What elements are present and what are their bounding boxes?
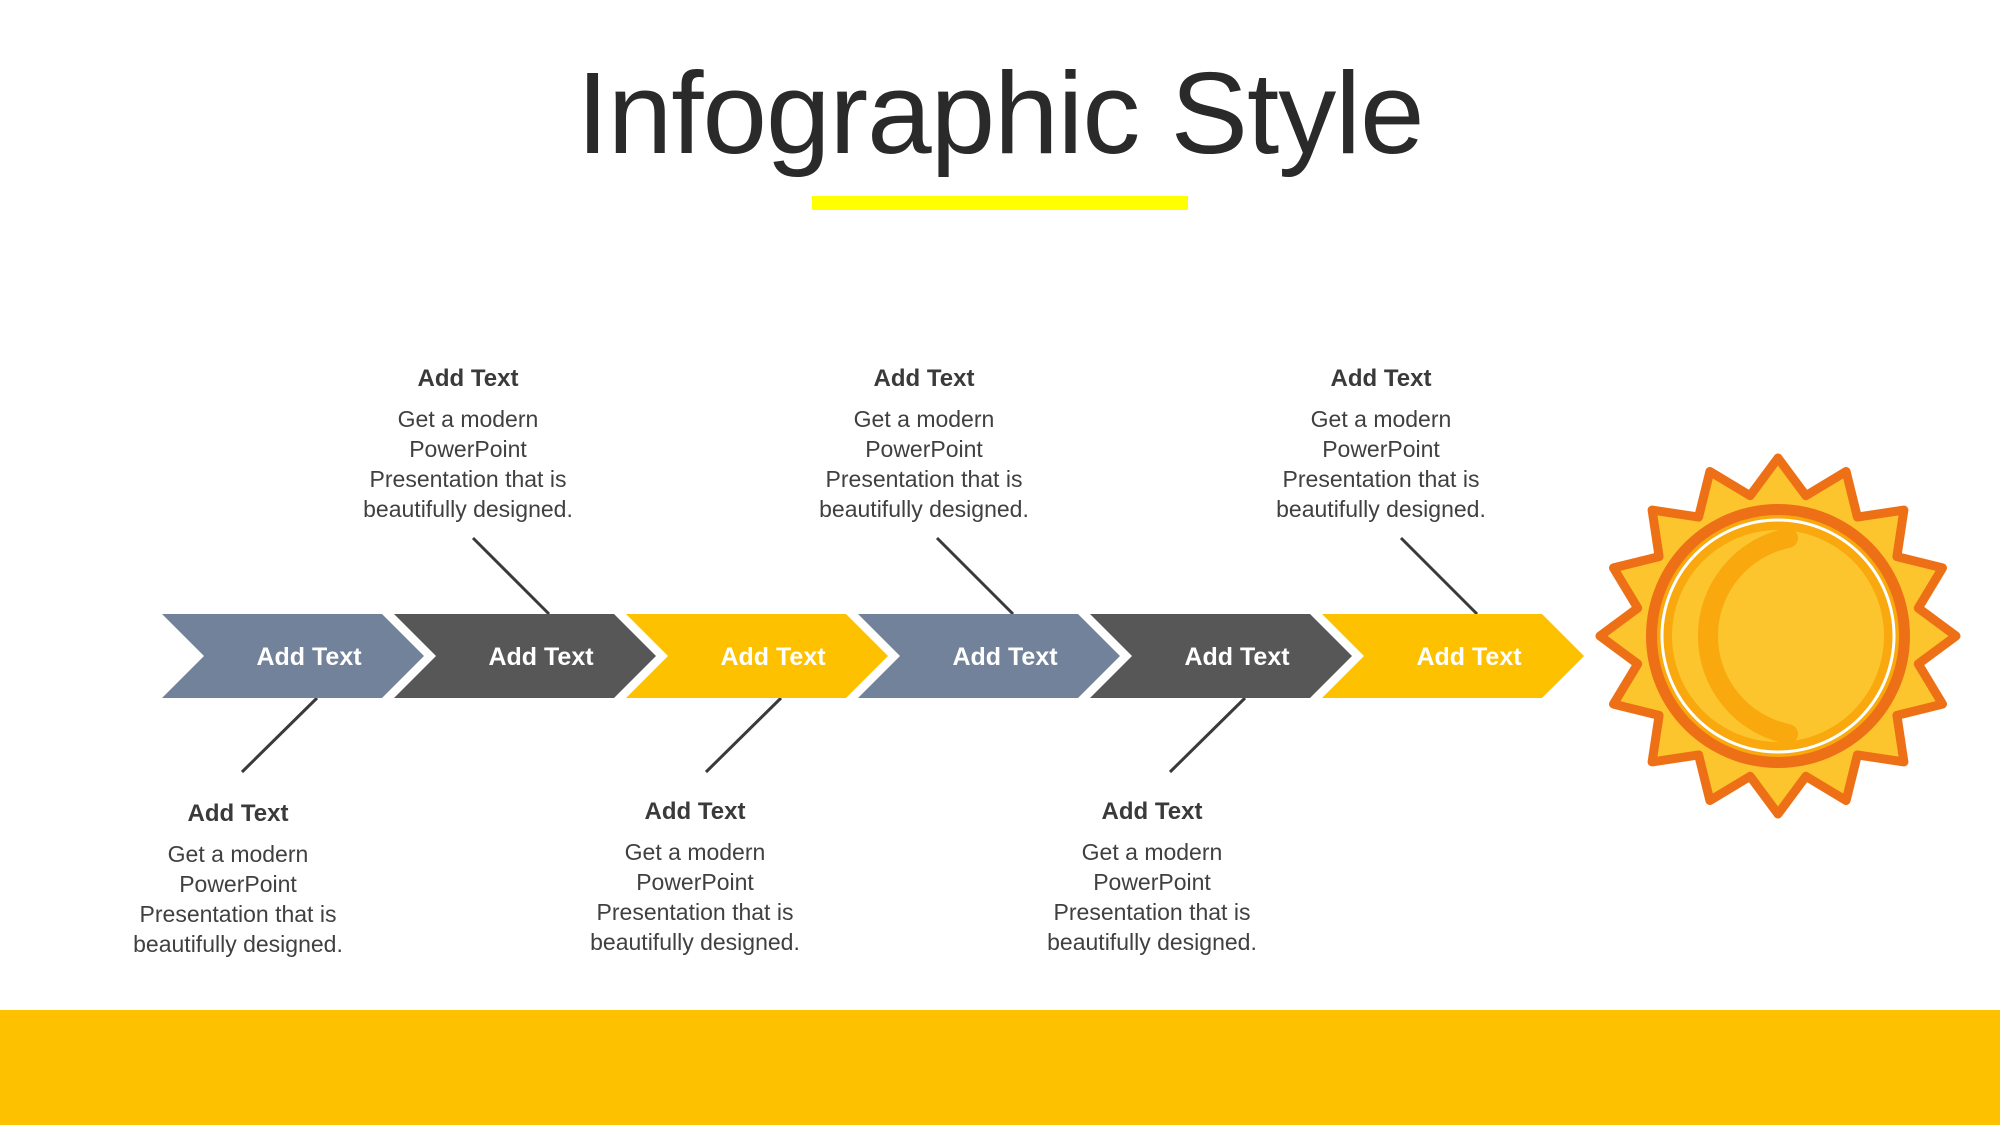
note-line: Presentation that is: [1282, 466, 1480, 492]
footer-bar: [0, 1010, 2000, 1125]
note-5: Add Text Get a modern PowerPoint Present…: [1022, 797, 1282, 957]
note-line: beautifully designed.: [590, 929, 800, 955]
title-underline: [812, 196, 1188, 210]
connector-line-4: [935, 536, 1015, 616]
note-line: Presentation that is: [139, 901, 337, 927]
note-line: Presentation that is: [369, 466, 567, 492]
note-6: Add Text Get a modern PowerPoint Present…: [1251, 364, 1511, 524]
connector-line-3: [704, 696, 783, 774]
chevron-step-3: [626, 614, 888, 698]
chevron-step-2: [394, 614, 656, 698]
chevron-label-6: Add Text: [1416, 643, 1522, 671]
chevron-label-4: Add Text: [952, 643, 1058, 671]
note-heading: Add Text: [1101, 798, 1203, 825]
note-line: beautifully designed.: [819, 496, 1029, 522]
note-line: beautifully designed.: [363, 496, 573, 522]
note-line: Presentation that is: [596, 899, 794, 925]
note-line: PowerPoint: [636, 869, 754, 895]
note-line: Get a modern: [853, 406, 995, 432]
note-line: Get a modern: [167, 841, 309, 867]
connector-line-1: [240, 696, 319, 774]
chevron-label-2: Add Text: [488, 643, 594, 671]
note-3: Add Text Get a modern PowerPoint Present…: [565, 797, 825, 957]
note-line: PowerPoint: [1093, 869, 1211, 895]
note-line: Get a modern: [1081, 839, 1223, 865]
note-heading: Add Text: [1330, 365, 1432, 392]
note-line: PowerPoint: [179, 871, 297, 897]
note-line: Get a modern: [1310, 406, 1452, 432]
note-line: PowerPoint: [865, 436, 983, 462]
note-1: Add Text Get a modern PowerPoint Present…: [108, 799, 368, 959]
chevron-step-4: [858, 614, 1120, 698]
note-2: Add Text Get a modern PowerPoint Present…: [338, 364, 598, 524]
connector-line-6: [1399, 536, 1479, 616]
note-line: beautifully designed.: [1047, 929, 1257, 955]
note-line: beautifully designed.: [1276, 496, 1486, 522]
chevron-label-3: Add Text: [720, 643, 826, 671]
note-line: Presentation that is: [825, 466, 1023, 492]
connector-line-2: [471, 536, 551, 616]
note-line: Presentation that is: [1053, 899, 1251, 925]
chevron-step-6: [1322, 614, 1584, 698]
connector-line-5: [1168, 696, 1247, 774]
note-line: PowerPoint: [1322, 436, 1440, 462]
note-heading: Add Text: [873, 365, 975, 392]
note-4: Add Text Get a modern PowerPoint Present…: [794, 364, 1054, 524]
note-heading: Add Text: [187, 800, 289, 827]
chevron-step-1: [162, 614, 424, 698]
note-heading: Add Text: [644, 798, 746, 825]
note-line: beautifully designed.: [133, 931, 343, 957]
chevron-step-5: [1090, 614, 1352, 698]
note-heading: Add Text: [417, 365, 519, 392]
note-line: Get a modern: [624, 839, 766, 865]
chevron-label-1: Add Text: [256, 643, 362, 671]
chevron-label-5: Add Text: [1184, 643, 1290, 671]
slide-title: Infographic Style: [576, 48, 1424, 178]
note-line: Get a modern: [397, 406, 539, 432]
sun-icon: [1595, 453, 1961, 819]
note-line: PowerPoint: [409, 436, 527, 462]
